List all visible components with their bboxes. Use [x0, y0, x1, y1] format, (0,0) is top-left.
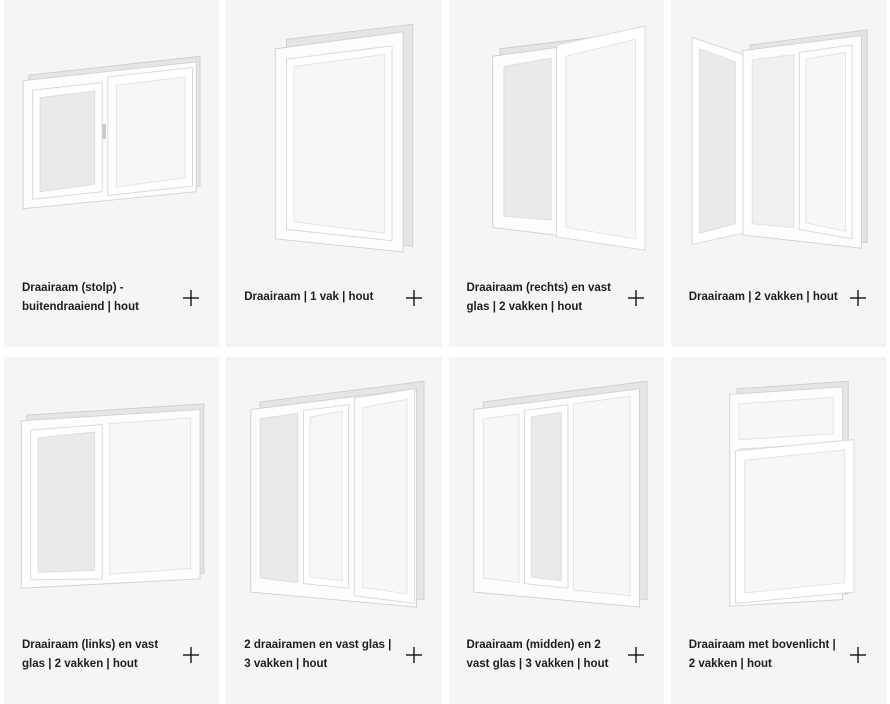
product-label: Draairaam (stolp) - buitendraaiend | hou…: [22, 282, 139, 313]
add-button[interactable]: [848, 645, 868, 665]
product-card-rechts-vast-glas[interactable]: Draairaam (rechts) en vast glas | 2 vakk…: [448, 0, 664, 347]
card-footer: Draairaam | 1 vak | hout: [226, 258, 441, 347]
plus-icon: [627, 646, 644, 663]
product-card-stolp[interactable]: Draairaam (stolp) - buitendraaiend | hou…: [4, 0, 220, 347]
product-label: Draairaam | 1 vak | hout: [244, 291, 374, 304]
window-illustration-1-vak: [226, 0, 441, 258]
window-illustration-stolp: [4, 0, 219, 258]
add-button[interactable]: [181, 645, 201, 665]
add-button[interactable]: [626, 288, 646, 308]
card-footer: Draairaam | 2 vakken | hout: [671, 258, 886, 347]
two-pane-casement-window-open-left-icon: [691, 29, 868, 249]
product-label: Draairaam (midden) en 2 vast glas | 3 va…: [466, 639, 609, 670]
product-card-1-vak[interactable]: Draairaam | 1 vak | hout: [226, 0, 442, 347]
product-card-links-vast-glas[interactable]: Draairaam (links) en vast glas | 2 vakke…: [4, 357, 220, 704]
card-footer: Draairaam (stolp) - buitendraaiend | hou…: [4, 258, 219, 347]
window-illustration-2-vakken: [671, 0, 886, 258]
window-illustration-links: [4, 357, 219, 615]
product-label: 2 draairamen en vast glas | 3 vakken | h…: [244, 639, 392, 670]
window-illustration-3-vakken-2-draairamen: [226, 357, 441, 615]
plus-icon: [405, 289, 422, 306]
plus-icon: [627, 289, 644, 306]
product-label: Draairaam | 2 vakken | hout: [688, 291, 838, 304]
product-label: Draairaam (rechts) en vast glas | 2 vakk…: [466, 282, 611, 313]
window-illustration-bovenlicht: [671, 357, 886, 615]
product-card-midden-2-vast-glas[interactable]: Draairaam (midden) en 2 vast glas | 3 va…: [448, 357, 664, 704]
plus-icon: [405, 646, 422, 663]
add-button[interactable]: [404, 288, 424, 308]
two-casements-with-fixed-glass-window-icon: [250, 380, 425, 608]
right-casement-with-fixed-glass-window-icon: [491, 25, 646, 251]
card-footer: Draairaam (links) en vast glas | 2 vakke…: [4, 615, 219, 704]
card-footer: 2 draairamen en vast glas | 3 vakken | h…: [226, 615, 441, 704]
plus-icon: [183, 289, 200, 306]
product-label: Draairaam met bovenlicht | 2 vakken | ho…: [688, 639, 836, 670]
casement-window-with-top-light-icon: [728, 380, 855, 607]
card-footer: Draairaam met bovenlicht | 2 vakken | ho…: [671, 615, 886, 704]
window-illustration-3-vakken-midden: [449, 357, 664, 615]
plus-icon: [850, 289, 866, 306]
product-card-bovenlicht[interactable]: Draairaam met bovenlicht | 2 vakken | ho…: [670, 357, 886, 704]
card-footer: Draairaam (rechts) en vast glas | 2 vakk…: [449, 258, 664, 347]
add-button[interactable]: [404, 645, 424, 665]
plus-icon: [850, 646, 866, 663]
single-pane-casement-window-icon: [275, 23, 414, 253]
product-card-2-draairamen-vast-glas[interactable]: 2 draairamen en vast glas | 3 vakken | h…: [226, 357, 442, 704]
add-button[interactable]: [181, 288, 201, 308]
product-label: Draairaam (links) en vast glas | 2 vakke…: [22, 639, 159, 670]
add-button[interactable]: [626, 645, 646, 665]
product-card-2-vakken[interactable]: Draairaam | 2 vakken | hout: [670, 0, 886, 347]
middle-casement-with-two-fixed-glass-window-icon: [472, 380, 647, 608]
card-footer: Draairaam (midden) en 2 vast glas | 3 va…: [449, 615, 664, 704]
stolp-double-casement-window-icon: [22, 55, 201, 210]
add-button[interactable]: [848, 288, 868, 308]
left-casement-with-fixed-glass-window-icon: [20, 403, 205, 589]
window-illustration-rechts: [449, 0, 664, 258]
plus-icon: [183, 646, 200, 663]
